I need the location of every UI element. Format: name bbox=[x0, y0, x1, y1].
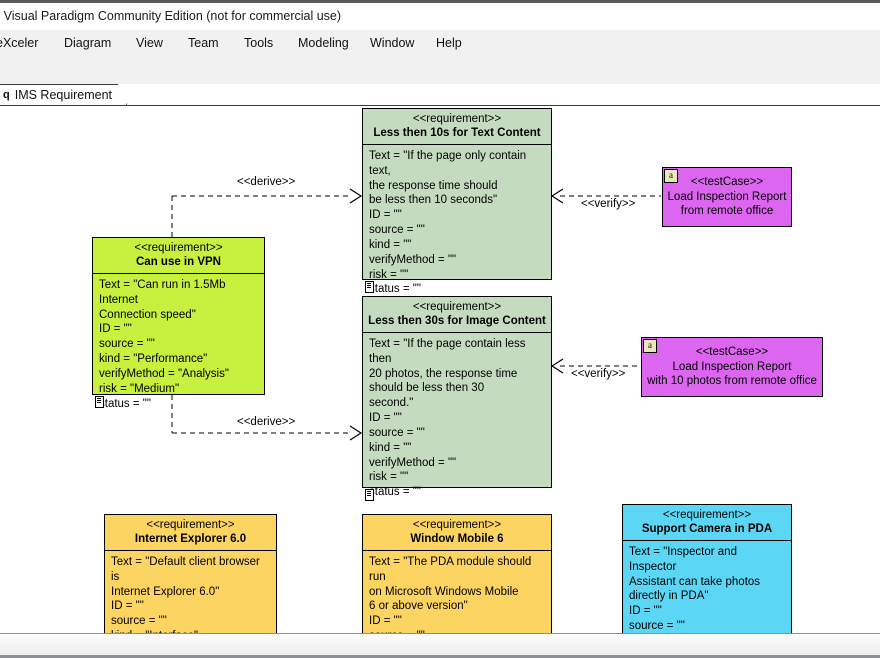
document-adornment-icon bbox=[365, 281, 374, 293]
node-attributes: Text = "Inspector and Inspector Assistan… bbox=[629, 546, 761, 633]
node-attributes: Text = "Can run in 1.5Mb Internet Connec… bbox=[99, 279, 229, 410]
connector-label-verify-testcase-2: <<verify>> bbox=[571, 368, 626, 380]
document-adornment-icon bbox=[95, 396, 104, 408]
verify-arrowhead-2 bbox=[550, 358, 564, 374]
diagram-canvas[interactable]: <<requirement>> Less then 10s for Text Co… bbox=[0, 105, 880, 634]
menu-bar: eXceler Diagram View Team Tools Modeling Windo… bbox=[0, 30, 880, 57]
node-stereotype: <<requirement>> bbox=[412, 519, 502, 531]
node-header: <<requirement>> Support Camera in PDA bbox=[623, 505, 791, 541]
node-attributes: Text = "If the page contain less then 20… bbox=[369, 338, 526, 499]
node-name: Internet Explorer 6.0 bbox=[134, 533, 247, 546]
node-name: Can use in VPN bbox=[136, 256, 221, 269]
menu-item-modeling[interactable]: Modeling bbox=[298, 36, 349, 50]
menu-item-exceler[interactable]: eXceler bbox=[0, 36, 39, 50]
menu-item-tools[interactable]: Tools bbox=[244, 36, 274, 50]
requirement-diagram-icon: q bbox=[3, 88, 10, 101]
node-header: <<requirement>> Less then 30s for Image C… bbox=[363, 297, 551, 333]
node-stereotype: <<requirement>> bbox=[662, 509, 752, 521]
node-header: <<requirement>> Window Mobile 6 bbox=[363, 515, 551, 551]
connector-layer bbox=[171, 188, 661, 441]
menu-item-window[interactable]: Window bbox=[370, 36, 415, 50]
title-bar: - Visual Paradigm Community Edition (not… bbox=[0, 0, 880, 30]
node-stereotype: <<requirement>> bbox=[146, 519, 235, 531]
node-stereotype: <<requirement>> bbox=[412, 301, 502, 313]
menu-item-view[interactable]: View bbox=[136, 36, 163, 50]
node-stereotype: <<requirement>> bbox=[134, 242, 223, 254]
testcase-node-load-inspection-report-from-remote-office[interactable]: a <<testCase>> Load Inspection Report from… bbox=[662, 167, 792, 227]
testcase-badge-icon: a bbox=[664, 169, 678, 183]
requirement-node-can-use-in-vpn[interactable]: <<requirement>> Can use in VPN Text = "Can… bbox=[92, 237, 265, 410]
window-bottom-edge bbox=[0, 655, 880, 658]
menu-item-help[interactable]: Help bbox=[436, 36, 462, 50]
testcase-name: Load Inspection Report from remote offic… bbox=[667, 190, 787, 218]
requirement-node-less-then-10s-for-text-content[interactable]: <<requirement>> Less then 10s for Text Co… bbox=[362, 108, 552, 296]
node-stereotype: <<requirement>> bbox=[412, 113, 502, 125]
tab-label: IMS Requirement bbox=[14, 88, 112, 102]
node-name: Window Mobile 6 bbox=[410, 533, 504, 546]
node-header: <<requirement>> Can use in VPN bbox=[93, 238, 264, 274]
tab-ims-requirement[interactable]: q IMS Requirement bbox=[0, 84, 127, 105]
tab-strip: q IMS Requirement bbox=[0, 84, 880, 106]
derive-arrowhead-2 bbox=[349, 425, 363, 441]
node-attributes: Text = "The PDA module should run on Mic… bbox=[369, 556, 532, 634]
derive-arrowhead-1 bbox=[349, 188, 363, 204]
testcase-name: Load Inspection Report with 10 photos fr… bbox=[647, 360, 817, 388]
connector-label-verify-testcase-1: <<verify>> bbox=[581, 198, 636, 210]
node-attributes: Text = "Default client browser is Intern… bbox=[111, 556, 260, 634]
horizontal-scrollbar[interactable] bbox=[0, 633, 880, 656]
testcase-stereotype: <<testCase>> bbox=[690, 175, 764, 188]
window-title: - Visual Paradigm Community Edition (not… bbox=[0, 9, 342, 23]
menu-item-team[interactable]: Team bbox=[188, 36, 219, 50]
connector-label-derive-vpn-to-text: <<derive>> bbox=[237, 176, 296, 188]
connector-label-derive-vpn-to-image: <<derive>> bbox=[237, 416, 296, 428]
toolbar bbox=[0, 56, 880, 85]
node-attributes: Text = "If the page only contain text, t… bbox=[369, 150, 527, 296]
requirement-node-support-camera-in-pda[interactable]: <<requirement>> Support Camera in PDA Text… bbox=[622, 504, 792, 634]
node-name: Less then 10s for Text Content bbox=[373, 127, 541, 140]
requirement-node-window-mobile-6[interactable]: <<requirement>> Window Mobile 6 Text = "Th… bbox=[362, 514, 552, 634]
requirement-node-less-then-30s-for-image-content[interactable]: <<requirement>> Less then 30s for Image C… bbox=[362, 296, 552, 499]
node-name: Less then 30s for Image Content bbox=[368, 315, 546, 328]
node-header: <<requirement>> Less then 10s for Text Co… bbox=[363, 109, 551, 145]
testcase-stereotype: <<testCase>> bbox=[695, 345, 769, 358]
testcase-badge-icon: a bbox=[643, 339, 657, 353]
testcase-node-load-inspection-report-with-10-photos-from-remote-office[interactable]: a <<testCase>> Load Inspection Report with… bbox=[641, 337, 823, 397]
node-name: Support Camera in PDA bbox=[641, 523, 773, 536]
node-header: <<requirement>> Internet Explorer 6.0 bbox=[105, 515, 276, 551]
verify-arrowhead-1 bbox=[550, 188, 564, 204]
menu-item-diagram[interactable]: Diagram bbox=[64, 36, 112, 50]
document-adornment-icon bbox=[365, 489, 374, 501]
